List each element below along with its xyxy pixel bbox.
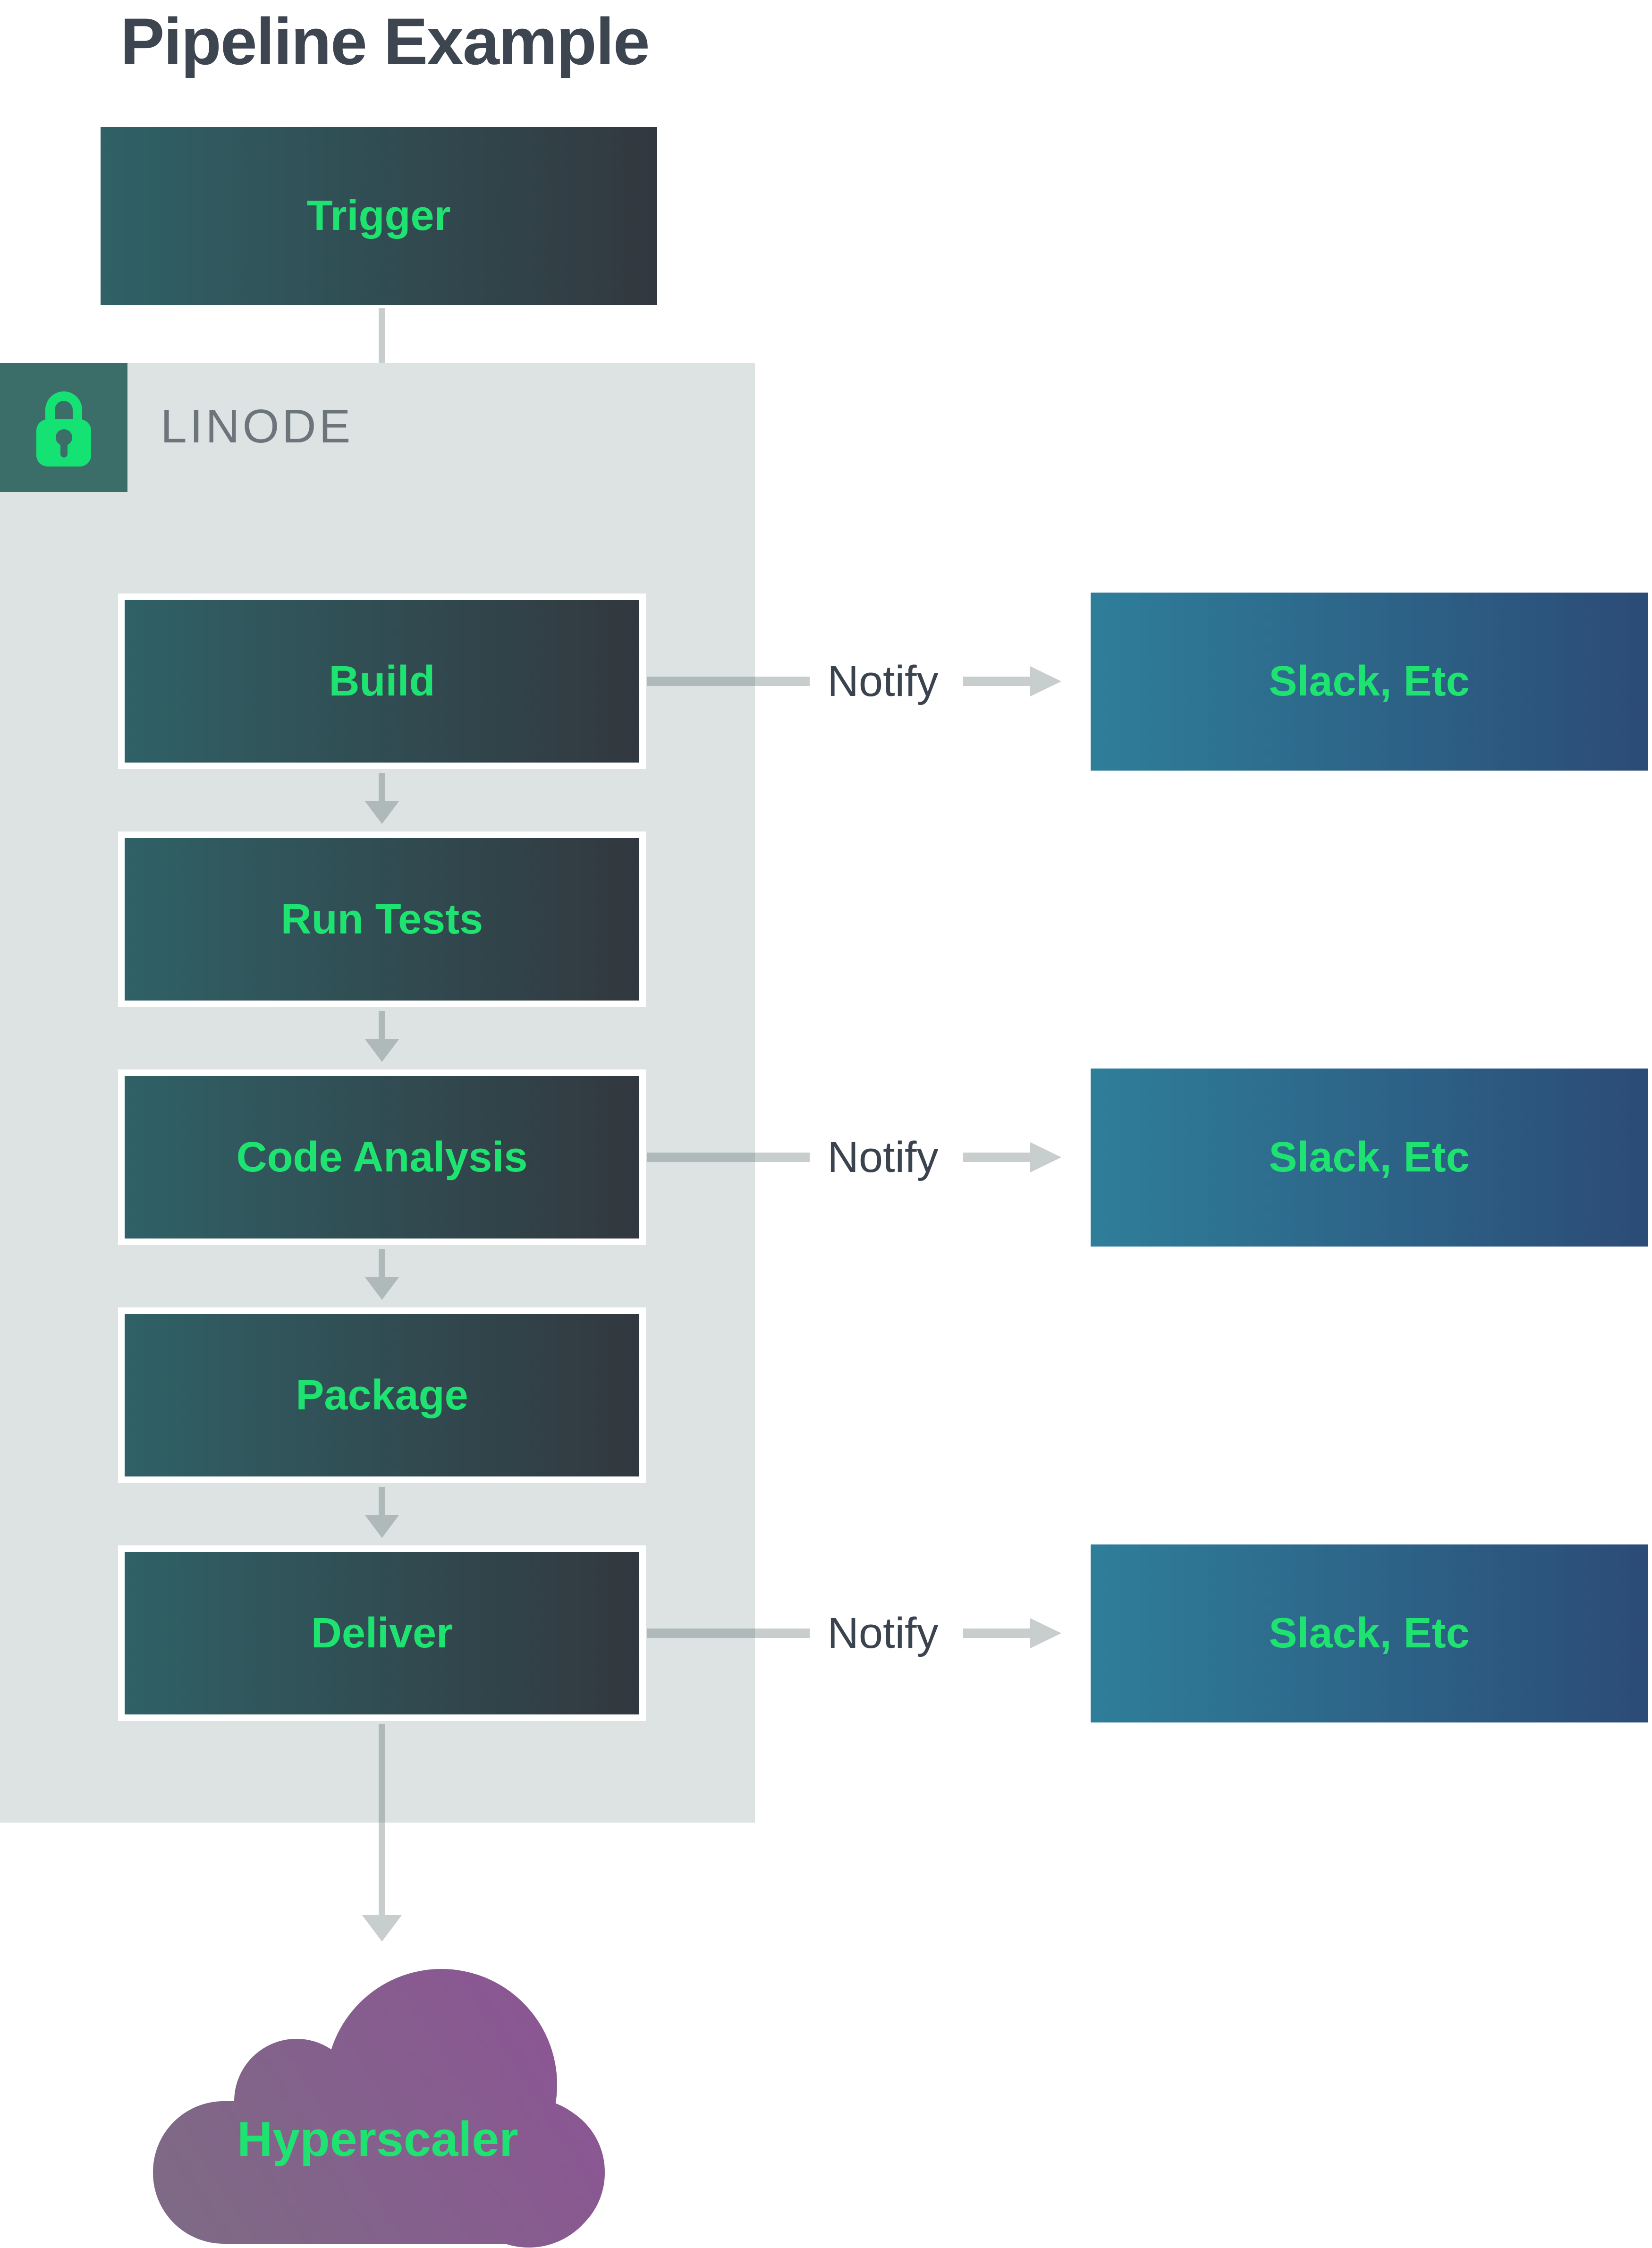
notify-arrow-head-icon — [1030, 1618, 1061, 1648]
notify-arrow-stem — [963, 1629, 1030, 1638]
notify-line — [647, 677, 810, 686]
stage-label-package: Package — [296, 1371, 468, 1419]
notify-arrow-head-icon — [1030, 666, 1061, 696]
page-title: Pipeline Example — [120, 4, 650, 78]
lock-badge — [0, 363, 127, 492]
stage-box-code-analysis: Code Analysis — [118, 1069, 646, 1245]
notify-target-label: Slack, Etc — [1269, 1134, 1470, 1181]
notify-arrow-stem — [963, 677, 1030, 686]
notify-target-label: Slack, Etc — [1269, 1610, 1470, 1657]
stage-arrow-stem — [379, 1011, 385, 1039]
notify-line — [647, 1629, 810, 1638]
cloud-shape — [153, 1969, 605, 2248]
stage-label-code-analysis: Code Analysis — [236, 1133, 528, 1181]
stage-label-build: Build — [329, 657, 435, 705]
trigger-box: Trigger — [101, 127, 657, 305]
notify-target-box: Slack, Etc — [1091, 1069, 1648, 1247]
stage-label-deliver: Deliver — [311, 1609, 453, 1657]
stage-arrow-stem — [379, 773, 385, 801]
stage-box-build: Build — [118, 594, 646, 769]
stage-box-deliver: Deliver — [118, 1545, 646, 1721]
stage-label-run-tests: Run Tests — [280, 895, 483, 943]
stage-arrow-stem — [379, 1487, 385, 1515]
stage-arrow-stem — [379, 1249, 385, 1277]
notify-arrow-head-icon — [1030, 1142, 1061, 1172]
stage-box-run-tests: Run Tests — [118, 831, 646, 1007]
notify-target-box: Slack, Etc — [1091, 1544, 1648, 1722]
stage-box-package: Package — [118, 1307, 646, 1483]
notify-line — [647, 1153, 810, 1162]
notify-target-box: Slack, Etc — [1091, 593, 1648, 771]
trigger-label: Trigger — [306, 192, 451, 239]
cloud-label: Hyperscaler — [237, 2112, 518, 2167]
notify-label: Notify — [827, 657, 939, 705]
linode-label: LINODE — [161, 400, 354, 453]
notify-arrow-stem — [963, 1153, 1030, 1162]
padlock-keyhole-stem — [60, 441, 68, 458]
notify-label: Notify — [827, 1609, 939, 1657]
notify-label: Notify — [827, 1133, 939, 1181]
notify-target-label: Slack, Etc — [1269, 658, 1470, 705]
deliver-arrow-stem — [379, 1724, 385, 1915]
deliver-arrow-head-icon — [362, 1915, 402, 1942]
